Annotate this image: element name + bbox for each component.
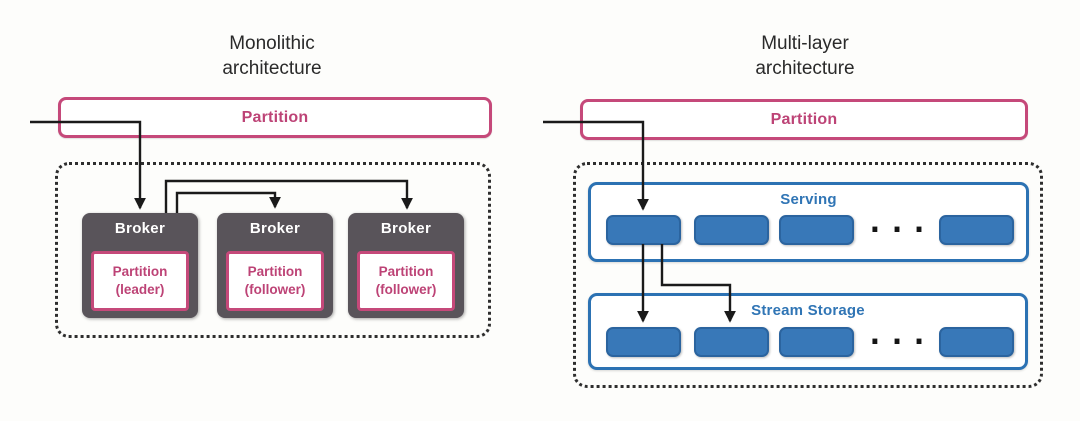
serving-node xyxy=(694,215,769,245)
monolithic-cluster-boundary xyxy=(55,162,491,338)
serving-node xyxy=(779,215,854,245)
serving-layer-label: Serving xyxy=(780,191,837,208)
multilayer-title: Multi-layer architecture xyxy=(685,31,925,81)
multilayer-title-line1: Multi-layer xyxy=(761,33,849,54)
partition-follower-line1: Partition xyxy=(247,263,303,279)
partition-follower-line1: Partition xyxy=(378,263,434,279)
broker-label: Broker xyxy=(249,220,301,237)
partition-leader-line1: Partition xyxy=(112,263,168,279)
serving-node xyxy=(939,215,1014,245)
multilayer-cluster-boundary xyxy=(573,162,1043,388)
broker-label: Broker xyxy=(114,220,166,237)
partition-follower-line2: (follower) xyxy=(375,281,437,297)
partition-follower-line2: (follower) xyxy=(244,281,306,297)
broker-box-follower-2: Broker Partition (follower) xyxy=(348,213,464,318)
monolithic-partition-box: Partition xyxy=(58,97,492,138)
ellipsis-icon: ... xyxy=(865,317,933,352)
monolithic-title: Monolithic architecture xyxy=(152,31,392,81)
stream-storage-node xyxy=(779,327,854,357)
partition-follower-box: Partition (follower) xyxy=(357,251,455,311)
broker-box-follower-1: Broker Partition (follower) xyxy=(217,213,333,318)
stream-storage-node xyxy=(694,327,769,357)
monolithic-title-line1: Monolithic xyxy=(229,33,315,54)
stream-storage-layer-label: Stream Storage xyxy=(751,302,865,319)
serving-layer-box: Serving ... xyxy=(588,182,1029,262)
monolithic-partition-label: Partition xyxy=(241,108,309,126)
multilayer-title-line2: architecture xyxy=(755,58,855,80)
stream-storage-node xyxy=(606,327,681,357)
multilayer-partition-box: Partition xyxy=(580,99,1028,140)
broker-label: Broker xyxy=(380,220,432,237)
ellipsis-icon: ... xyxy=(865,205,933,240)
partition-leader-box: Partition (leader) xyxy=(91,251,189,311)
partition-follower-box: Partition (follower) xyxy=(226,251,324,311)
broker-box-leader: Broker Partition (leader) xyxy=(82,213,198,318)
multilayer-partition-label: Partition xyxy=(770,110,838,128)
stream-storage-node xyxy=(939,327,1014,357)
partition-leader-line2: (leader) xyxy=(115,281,165,297)
stream-storage-layer-box: Stream Storage ... xyxy=(588,293,1028,370)
serving-node xyxy=(606,215,681,245)
monolithic-title-line2: architecture xyxy=(222,58,322,80)
